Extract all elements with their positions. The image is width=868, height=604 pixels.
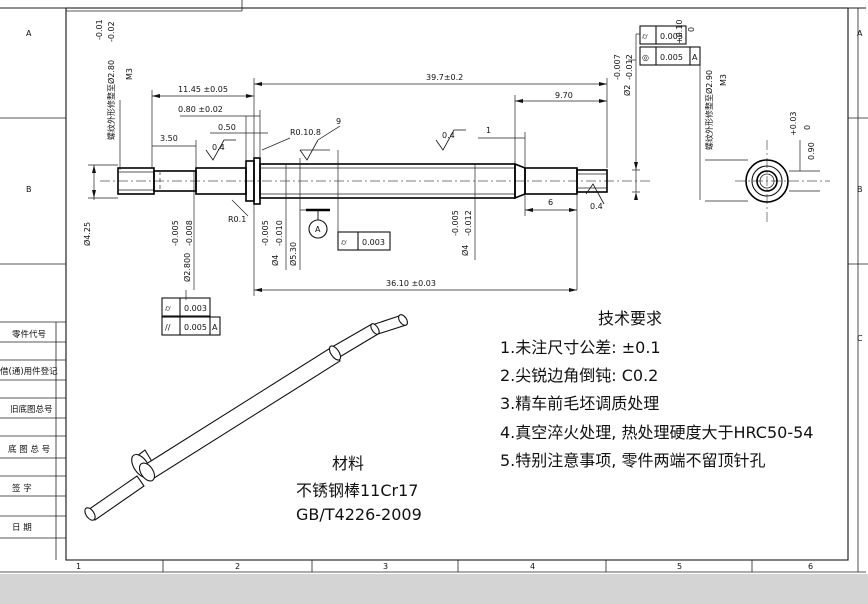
roughness-value: 9 xyxy=(336,117,341,126)
dim-9-70: 9.70 xyxy=(555,91,573,100)
zone-col-2: 2 xyxy=(235,562,240,571)
requirement-item: 1.未注尺寸公差: ±0.1 xyxy=(500,338,661,357)
gdt-symbol: ⌭ xyxy=(165,304,171,313)
thread-right-note: 螺纹外形修整至Ø2.90 xyxy=(704,70,714,150)
shaft-isometric-view xyxy=(84,314,408,521)
dim-phi2-right-tol-upper: -0.007 xyxy=(613,54,622,80)
dim-phi4-right-tol-upper: -0.005 xyxy=(451,210,460,236)
dim-36-10: 36.10 ±0.03 xyxy=(386,279,436,288)
shaft-end-view xyxy=(705,140,830,222)
gdt-value: 0.005 xyxy=(184,323,207,332)
dim-r0-10-8: R0.10.8 xyxy=(290,128,321,137)
dim-phi4-25: Ø4.25 xyxy=(82,222,92,246)
side-table-cell: 签 字 xyxy=(12,483,32,494)
material-label: 材料 xyxy=(332,454,364,473)
thread-left-tol-lower: -0.02 xyxy=(107,21,116,42)
roughness-value: 0.4 xyxy=(442,131,455,140)
dim-3-50: 3.50 xyxy=(160,134,178,143)
zone-col-5: 5 xyxy=(677,562,682,571)
gdt-value: 0.003 xyxy=(362,238,385,247)
gdt-symbol: ⌭ xyxy=(642,32,648,41)
requirement-item: 4.真空淬火处理, 热处理硬度大于HRC50-54 xyxy=(500,423,813,442)
dim-0-50: 0.50 xyxy=(218,123,236,132)
dim-phi2-right: Ø2 xyxy=(622,85,632,96)
zone-row-a-left: A xyxy=(26,29,32,38)
side-table-cell: 零件代号 xyxy=(12,329,46,340)
requirement-item: 5.特别注意事项, 零件两端不留顶针孔 xyxy=(500,451,765,470)
dim-phi4-right-tol-lower: -0.012 xyxy=(464,210,473,236)
dim-phi5-30: Ø5.30 xyxy=(288,242,298,266)
dim-phi2-800: Ø2.800 xyxy=(182,253,192,282)
gdt-symbol: ◎ xyxy=(642,53,649,62)
side-table-cell: 日 期 xyxy=(12,523,32,533)
dim-phi2-800-tol-upper: -0.005 xyxy=(171,220,180,246)
requirements-title: 技术要求 xyxy=(598,309,662,328)
datum-a-marker: A xyxy=(306,208,330,239)
datum-a-label: A xyxy=(315,225,321,234)
zone-row-a-right: A xyxy=(857,29,863,38)
dim-phi2-800-tol-lower: -0.008 xyxy=(185,220,194,246)
gdt-symbol: // xyxy=(165,323,171,332)
roughness-symbols xyxy=(205,129,605,205)
dim-phi2-right-tol-lower: -0.012 xyxy=(625,54,634,80)
dim-0-90-tol-lower: 0 xyxy=(803,125,812,130)
dim-39-7: 39.7±0.2 xyxy=(426,73,463,82)
side-table-cell: 借(通)用件登记 xyxy=(0,366,58,377)
dim-r0-1: R0.1 xyxy=(228,215,246,224)
side-table-cell: 旧底图总号 xyxy=(10,404,53,415)
material-name: 不锈钢棒11Cr17 xyxy=(296,481,418,500)
shaft-main-view xyxy=(100,157,650,205)
zone-col-6: 6 xyxy=(808,562,813,571)
requirement-item: 2.尖锐边角倒钝: C0.2 xyxy=(500,366,658,385)
dim-phi4-left: Ø4 xyxy=(270,255,280,266)
gdt-frame-top: ⌭ 0.005 ◎ 0.005 A xyxy=(639,25,701,66)
roughness-leader xyxy=(317,125,341,141)
material-standard: GB/T4226-2009 xyxy=(296,505,422,524)
thread-right-tol-lower: 0 xyxy=(687,27,696,32)
thread-left-tol-upper: -0.01 xyxy=(95,19,104,40)
roughness-value: 0.4 xyxy=(590,202,603,211)
dim-phi4-right: Ø4 xyxy=(460,245,470,256)
gdt-value: 0.005 xyxy=(660,53,683,62)
dim-0-90-tol-upper: +0.03 xyxy=(789,111,798,136)
thread-right-size: M3 xyxy=(719,74,728,86)
dim-phi4-left-tol-upper: -0.005 xyxy=(261,220,270,246)
dim-0-80: 0.80 ±0.02 xyxy=(178,105,223,114)
side-record-table: 零件代号 借(通)用件登记 旧底图总号 底 图 总 号 签 字 日 期 xyxy=(0,321,66,560)
gdt-ref: A xyxy=(692,53,698,62)
thread-left-note: 螺纹外形修整至Ø2.80 xyxy=(106,60,116,140)
dimension-arrows xyxy=(92,82,638,292)
viewer-status-bar xyxy=(0,574,868,604)
zone-row-c-right: C xyxy=(857,334,863,343)
requirement-item: 3.精车前毛坯调质处理 xyxy=(500,394,659,413)
zone-col-3: 3 xyxy=(383,562,388,571)
zone-row-b-left: B xyxy=(26,185,32,194)
dim-1: 1 xyxy=(486,126,491,135)
gdt-frame-center: ⌭ 0.003 xyxy=(337,231,391,251)
dim-0-90: 0.90 xyxy=(807,142,816,160)
dim-6: 6 xyxy=(548,198,553,207)
gdt-symbol: ⌭ xyxy=(341,238,347,247)
zone-row-b-right: B xyxy=(857,185,863,194)
gdt-value: 0.005 xyxy=(660,32,683,41)
gdt-ref: A xyxy=(212,323,218,332)
dim-11-45: 11.45 ±0.05 xyxy=(178,85,228,94)
roughness-value: 0.4 xyxy=(212,143,225,152)
thread-right-tol-upper: +0.10 xyxy=(675,19,684,44)
side-table-cell: 底 图 总 号 xyxy=(8,444,50,455)
gdt-value: 0.003 xyxy=(184,304,207,313)
zone-col-4: 4 xyxy=(530,562,535,571)
dim-phi4-left-tol-lower: -0.010 xyxy=(275,220,284,246)
gdt-frame-left: ⌭ 0.003 // 0.005 A xyxy=(161,297,221,336)
zone-col-1: 1 xyxy=(76,562,81,571)
thread-left-size: M3 xyxy=(125,68,134,80)
